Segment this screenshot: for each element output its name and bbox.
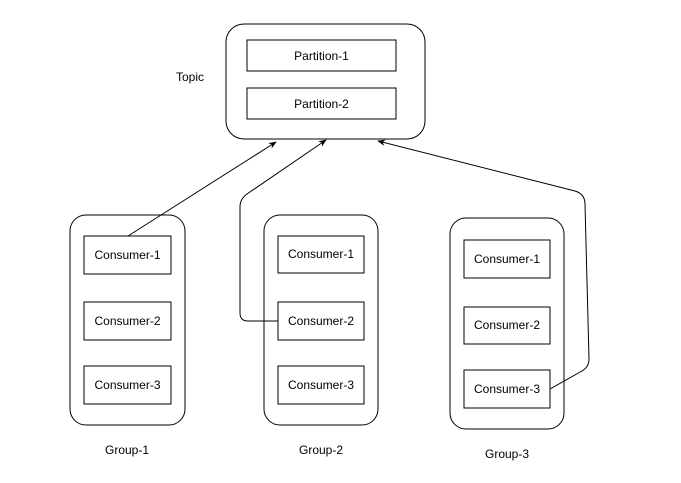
group-2-consumer-2-box <box>277 301 365 341</box>
group-3-label: Group-3 <box>485 447 529 461</box>
group-3-consumer-2-box <box>463 306 551 345</box>
group-3-consumer-3-label: Consumer-3 <box>474 382 540 396</box>
connector-group-3-consumer-3-to-topic <box>377 139 590 390</box>
group-2-consumer-1-box <box>277 235 365 274</box>
group-3-consumer-1-label: Consumer-1 <box>474 252 540 266</box>
group-2-consumer-3-box <box>277 365 365 405</box>
group-3-consumer-2-label: Consumer-2 <box>474 318 540 332</box>
group-1-label: Group-1 <box>105 443 149 457</box>
group-1-consumer-1-label: Consumer-1 <box>94 248 160 262</box>
connector-group-1-consumer-1-to-topic <box>127 141 277 237</box>
group-1-consumer-2-label: Consumer-2 <box>94 314 160 328</box>
group-1-consumer-3-box <box>83 365 172 405</box>
topic-label: Topic <box>176 70 204 84</box>
group-1-consumer-2-box <box>83 301 172 341</box>
connector-group-2-consumer-2-to-topic <box>239 139 327 322</box>
group-2-label: Group-2 <box>299 443 343 457</box>
group-3-consumer-1-box <box>463 239 551 279</box>
partition-2-box <box>246 87 397 120</box>
partition-1-box <box>246 39 397 72</box>
group-1-consumer-1-box <box>83 235 172 275</box>
group-2-consumer-2-label: Consumer-2 <box>288 314 354 328</box>
partition-2-label: Partition-2 <box>294 97 349 111</box>
partition-1-label: Partition-1 <box>294 49 349 63</box>
group-1-consumer-3-label: Consumer-3 <box>94 378 160 392</box>
group-2-consumer-1-label: Consumer-1 <box>288 247 354 261</box>
group-3-consumer-3-box <box>463 369 551 409</box>
group-2-consumer-3-label: Consumer-3 <box>288 378 354 392</box>
